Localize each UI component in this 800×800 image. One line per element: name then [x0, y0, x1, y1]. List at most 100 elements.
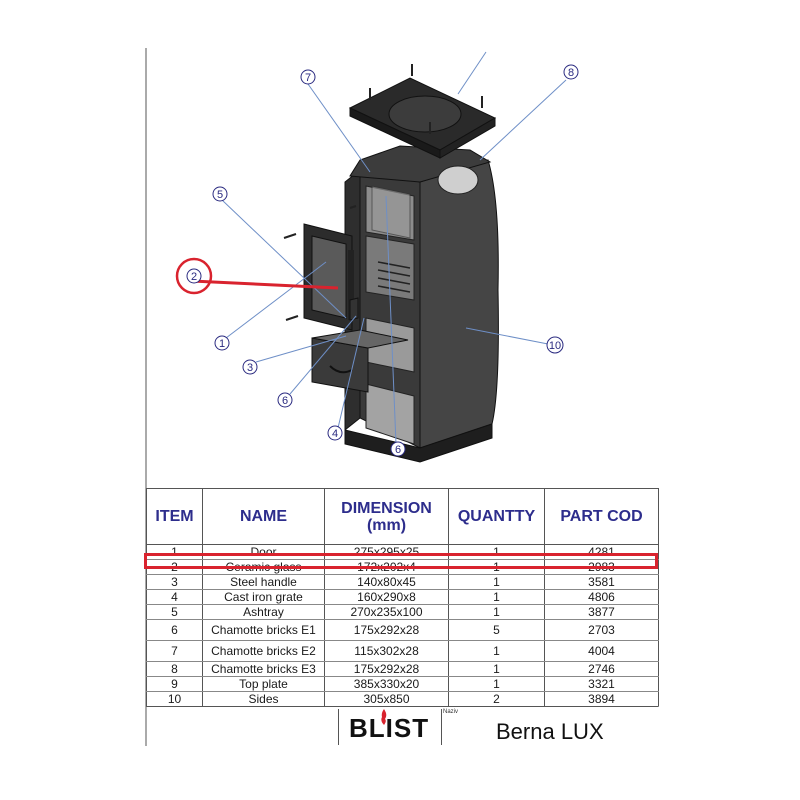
callout-3: 3 — [242, 359, 258, 375]
cell-item: 8 — [146, 661, 203, 677]
cell-item: 7 — [146, 640, 203, 662]
cell-name: Steel handle — [202, 574, 325, 590]
cell-quantity: 2 — [448, 691, 545, 707]
header-part-code: PART COD — [544, 488, 659, 545]
cell-part-code: 3894 — [544, 691, 659, 707]
cell-part-code: 3321 — [544, 676, 659, 692]
flame-icon — [381, 709, 387, 725]
cell-name: Chamotte bricks E1 — [202, 619, 325, 641]
header-name: NAME — [202, 488, 325, 545]
cell-quantity: 1 — [448, 604, 545, 620]
cell-name: Top plate — [202, 676, 325, 692]
door — [303, 223, 359, 331]
logo-text: BLIST — [349, 713, 430, 743]
svg-text:6: 6 — [395, 444, 401, 456]
cell-name: Ceramic glass — [202, 559, 325, 575]
cell-item: 3 — [146, 574, 203, 590]
chamotte-bricks — [371, 185, 411, 239]
cell-item: 9 — [146, 676, 203, 692]
cell-dimension: 115x302x28 — [324, 640, 449, 662]
header-item: ITEM — [146, 488, 203, 545]
callout-8: 8 — [563, 64, 579, 80]
cell-name: Chamotte bricks E2 — [202, 640, 325, 662]
cell-dimension: 175x292x28 — [324, 661, 449, 677]
cell-dimension: 305x850 — [324, 691, 449, 707]
cell-quantity: 1 — [448, 559, 545, 575]
svg-text:4: 4 — [332, 428, 338, 440]
cell-dimension: 175x292x28 — [324, 619, 449, 641]
cell-name: Sides — [202, 691, 325, 707]
cell-name: Cast iron grate — [202, 589, 325, 605]
stove-body — [344, 145, 499, 463]
naziv-label: Naziv — [443, 709, 459, 715]
table-header-row: ITEM NAME DIMENSION (mm) QUANTTY PART CO… — [146, 488, 659, 545]
cell-part-code: 2983 — [544, 559, 659, 575]
cell-dimension: 140x80x45 — [324, 574, 449, 590]
callout-6-right: 6 — [390, 441, 406, 457]
callout-7: 7 — [300, 69, 316, 85]
cell-item: 4 — [146, 589, 203, 605]
svg-text:2: 2 — [191, 271, 197, 283]
cell-item: 10 — [146, 691, 203, 707]
cell-part-code: 4281 — [544, 544, 659, 560]
callout-5: 5 — [212, 186, 228, 202]
cell-item: 5 — [146, 604, 203, 620]
cell-part-code: 4004 — [544, 640, 659, 662]
cell-part-code: 2703 — [544, 619, 659, 641]
highlight-arrow-item-2 — [175, 257, 339, 295]
cell-quantity: 1 — [448, 676, 545, 692]
cell-quantity: 1 — [448, 640, 545, 662]
cell-dimension: 160x290x8 — [324, 589, 449, 605]
cell-part-code: 3877 — [544, 604, 659, 620]
cell-dimension: 270x235x100 — [324, 604, 449, 620]
cell-quantity: 5 — [448, 619, 545, 641]
cell-quantity: 1 — [448, 589, 545, 605]
title-block: BLIST Naziv Berna LUX — [146, 706, 658, 747]
callout-4: 4 — [327, 425, 343, 441]
cell-quantity: 1 — [448, 544, 545, 560]
product-name: Berna LUX — [496, 719, 604, 744]
cell-part-code: 2746 — [544, 661, 659, 677]
cell-part-code: 3581 — [544, 574, 659, 590]
cell-part-code: 4806 — [544, 589, 659, 605]
header-dimension: DIMENSION (mm) — [324, 488, 449, 545]
cell-item: 2 — [146, 559, 203, 575]
svg-text:6: 6 — [282, 395, 288, 407]
cell-item: 6 — [146, 619, 203, 641]
parts-table: ITEM NAME DIMENSION (mm) QUANTTY PART CO… — [146, 488, 659, 707]
cell-quantity: 1 — [448, 661, 545, 677]
cell-name: Door — [202, 544, 325, 560]
svg-text:10: 10 — [549, 340, 561, 352]
blist-logo: BLIST — [338, 709, 442, 745]
svg-text:3: 3 — [247, 362, 253, 374]
callout-6-left: 6 — [277, 392, 293, 408]
cell-item: 1 — [146, 544, 203, 560]
cell-dimension: 172x202x4 — [324, 559, 449, 575]
svg-text:8: 8 — [568, 67, 574, 79]
cell-name: Ashtray — [202, 604, 325, 620]
cell-dimension: 275x295x25 — [324, 544, 449, 560]
leader-lines — [221, 51, 567, 445]
cell-name: Chamotte bricks E3 — [202, 661, 325, 677]
top-plate — [348, 64, 497, 159]
callout-2: 2 — [186, 268, 202, 284]
screws — [283, 205, 357, 321]
header-quantity: QUANTTY — [448, 488, 545, 545]
callout-1: 1 — [214, 335, 230, 351]
svg-text:7: 7 — [305, 72, 311, 84]
callout-10: 10 — [546, 336, 564, 354]
svg-text:5: 5 — [217, 189, 223, 201]
cell-quantity: 1 — [448, 574, 545, 590]
